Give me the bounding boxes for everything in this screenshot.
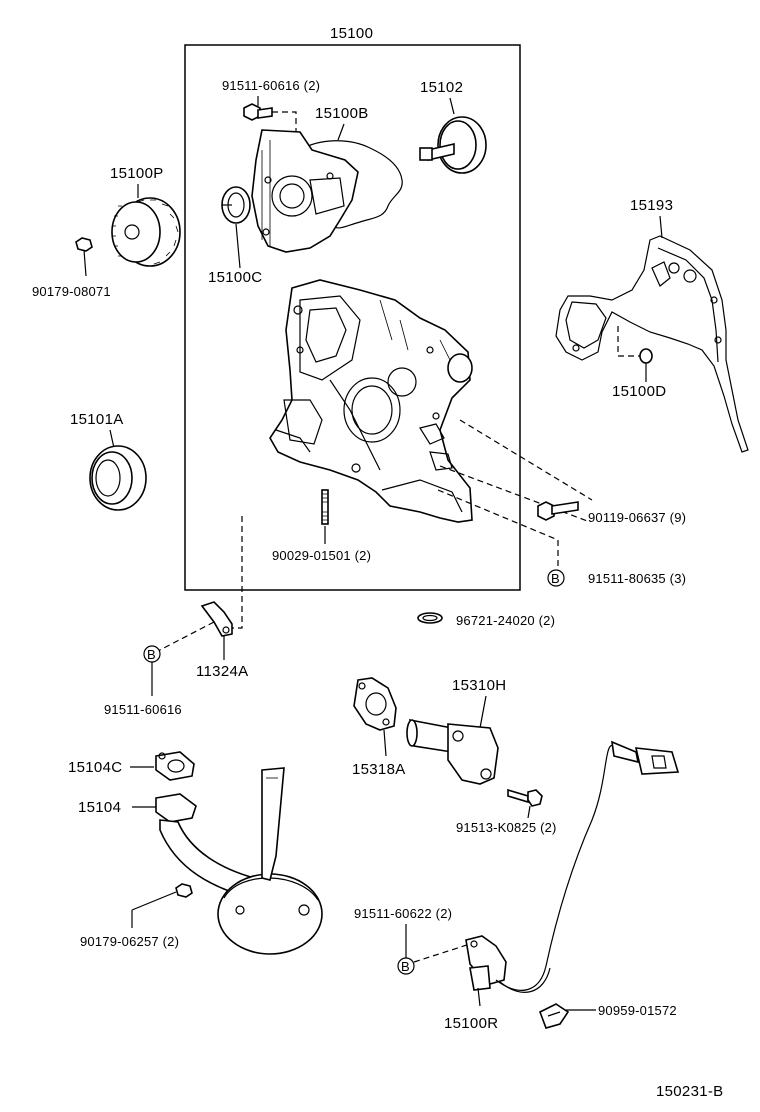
label-15104C[interactable]: 15104C	[68, 759, 122, 776]
diagram-id: 150231-B	[656, 1083, 723, 1100]
label-15104[interactable]: 15104	[78, 799, 121, 816]
label-15100P[interactable]: 15100P	[110, 165, 164, 182]
ring-15100D	[639, 348, 653, 364]
label-15310H[interactable]: 15310H	[452, 677, 506, 694]
sensor-15100R	[465, 935, 507, 991]
label-15101A[interactable]: 15101A	[70, 411, 124, 428]
marker-b-1-text: B	[551, 571, 560, 586]
stud-icon	[321, 489, 329, 525]
bolt-k0825-icon	[507, 788, 543, 807]
flange-bolt-icon	[537, 501, 579, 521]
label-91513-K0825[interactable]: 91513-K0825 (2)	[456, 820, 557, 835]
label-96721-24020[interactable]: 96721-24020 (2)	[456, 613, 555, 628]
connector-icon	[611, 740, 680, 775]
o-ring-icon	[417, 612, 443, 624]
oil-strainer-15104	[155, 767, 323, 955]
timing-cover	[269, 279, 473, 523]
marker-b-2-text: B	[147, 647, 156, 662]
marker-b-3-text: B	[401, 959, 410, 974]
label-90119-06637[interactable]: 90119-06637 (9)	[588, 510, 686, 525]
gasket-15193	[555, 235, 749, 453]
label-15100[interactable]: 15100	[330, 25, 373, 42]
marker-b-3	[397, 957, 415, 975]
pump-rotor-15102	[419, 116, 487, 174]
label-15318A[interactable]: 15318A	[352, 761, 406, 778]
bracket-11324A	[200, 601, 233, 637]
label-15100B[interactable]: 15100B	[315, 105, 369, 122]
label-15100R[interactable]: 15100R	[444, 1015, 498, 1032]
label-90179-06257[interactable]: 90179-06257 (2)	[80, 934, 179, 949]
label-15100C[interactable]: 15100C	[208, 269, 262, 286]
label-91511-60616[interactable]: 91511-60616	[104, 702, 182, 717]
label-90179-08071[interactable]: 90179-08071	[32, 284, 111, 299]
gasket-15104C	[155, 751, 195, 781]
label-91511-60616-2[interactable]: 91511-60616 (2)	[222, 78, 320, 93]
label-11324A[interactable]: 11324A	[196, 663, 248, 680]
nut-icon	[75, 237, 93, 252]
clamp-icon	[538, 1003, 570, 1029]
oil-seal-15100C	[221, 186, 251, 224]
oil-control-valve-15310H	[406, 719, 499, 785]
bolt-icon	[243, 103, 273, 121]
label-91511-60622[interactable]: 91511-60622 (2)	[354, 906, 452, 921]
label-90029-01501[interactable]: 90029-01501 (2)	[272, 548, 371, 563]
timing-gear-15100P	[111, 197, 181, 267]
gasket-15100B	[299, 140, 403, 229]
assembly-box-15100	[184, 44, 521, 591]
pump-plate	[251, 129, 359, 253]
nut-06257-icon	[175, 883, 193, 898]
label-15100D[interactable]: 15100D	[612, 383, 666, 400]
oil-seal-15101A	[89, 445, 147, 511]
gasket-15318A	[353, 677, 397, 731]
marker-b-1	[547, 569, 565, 587]
label-15102[interactable]: 15102	[420, 79, 463, 96]
label-90959-01572[interactable]: 90959-01572	[598, 1003, 677, 1018]
label-91511-80635[interactable]: 91511-80635 (3)	[588, 571, 686, 586]
sensor-wire	[495, 744, 615, 991]
label-15193[interactable]: 15193	[630, 197, 673, 214]
